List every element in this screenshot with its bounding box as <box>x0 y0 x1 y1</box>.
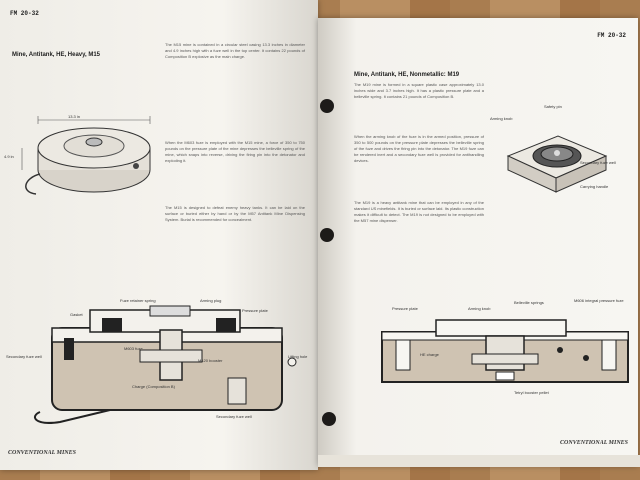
label-lifting-hole: Lifting hole <box>288 354 308 359</box>
left-paragraph-2: When the M603 fuze is employed with the … <box>165 140 305 163</box>
right-paragraph-1: The M19 mine is formed in a square plast… <box>354 82 484 99</box>
label-arming-plug: Arming plug <box>200 298 222 303</box>
m19-mine-drawing <box>506 135 608 193</box>
label-arming-knob-top: Arming knob <box>490 116 513 121</box>
left-page-footer: CONVENTIONAL MINES <box>8 450 76 456</box>
label-pressure-plate-m19: Pressure plate <box>392 306 418 311</box>
m15-height-label: 4.9 in <box>4 154 14 159</box>
label-m606-fuze: M606 integral pressure fuze <box>574 298 624 303</box>
m15-mine-drawing <box>21 116 151 195</box>
label-safety-pin: Safety pin <box>544 104 562 109</box>
right-paragraph-2: When the arming knob of the fuze is in t… <box>354 134 484 163</box>
label-charge-composition-b: Charge (Composition B) <box>132 384 175 389</box>
label-secondary-fuze-well-m19: Secondary fuze well <box>580 160 616 165</box>
left-page: FM 20-32 Mine, Antitank, HE, Heavy, M15 … <box>0 0 318 470</box>
right-page: FM 20-32 Mine, Antitank, HE, Nonmetallic… <box>318 18 638 466</box>
label-m603-fuze: M603 fuze <box>124 346 143 351</box>
right-page-footer: CONVENTIONAL MINES <box>560 440 628 446</box>
label-carrying-handle: Carrying handle <box>580 184 609 189</box>
binder-hole-2 <box>320 228 334 242</box>
label-m120-booster: M120 booster <box>198 358 223 363</box>
right-page-title: Mine, Antitank, HE, Nonmetallic: M19 <box>354 72 460 78</box>
label-tetryl-booster: Tetryl booster pellet <box>514 390 549 395</box>
left-page-header: FM 20-32 <box>10 10 39 17</box>
label-secondary-fuze-well-bottom: Secondary fuze well <box>216 414 252 419</box>
label-he-charge: HE charge <box>420 352 439 357</box>
label-gasket: Gasket <box>70 312 83 317</box>
m19-cross-section <box>381 319 629 383</box>
m15-cross-section <box>34 305 297 424</box>
label-arming-knob: Arming knob <box>468 306 491 311</box>
left-paragraph-1: The M15 mine is contained in a circular … <box>165 42 305 59</box>
page-stack-edge <box>318 455 640 467</box>
binder-hole-3 <box>322 412 336 426</box>
binder-hole-1 <box>320 99 334 113</box>
label-fuze-retainer-spring: Fuze retainer spring <box>120 298 156 303</box>
label-pressure-plate-m15: Pressure plate <box>242 308 268 313</box>
m15-diameter-label: 13.3 in <box>68 114 81 119</box>
left-page-title: Mine, Antitank, HE, Heavy, M15 <box>12 52 101 58</box>
label-secondary-fuze-well-left: Secondary fuze well <box>6 354 42 359</box>
left-paragraph-3: The M15 is designed to defeat enemy heav… <box>165 205 305 222</box>
label-belleville-springs: Belleville springs <box>514 300 544 305</box>
right-page-header: FM 20-32 <box>597 32 626 39</box>
right-paragraph-3: The M19 is a heavy antitank mine that ca… <box>354 200 484 223</box>
